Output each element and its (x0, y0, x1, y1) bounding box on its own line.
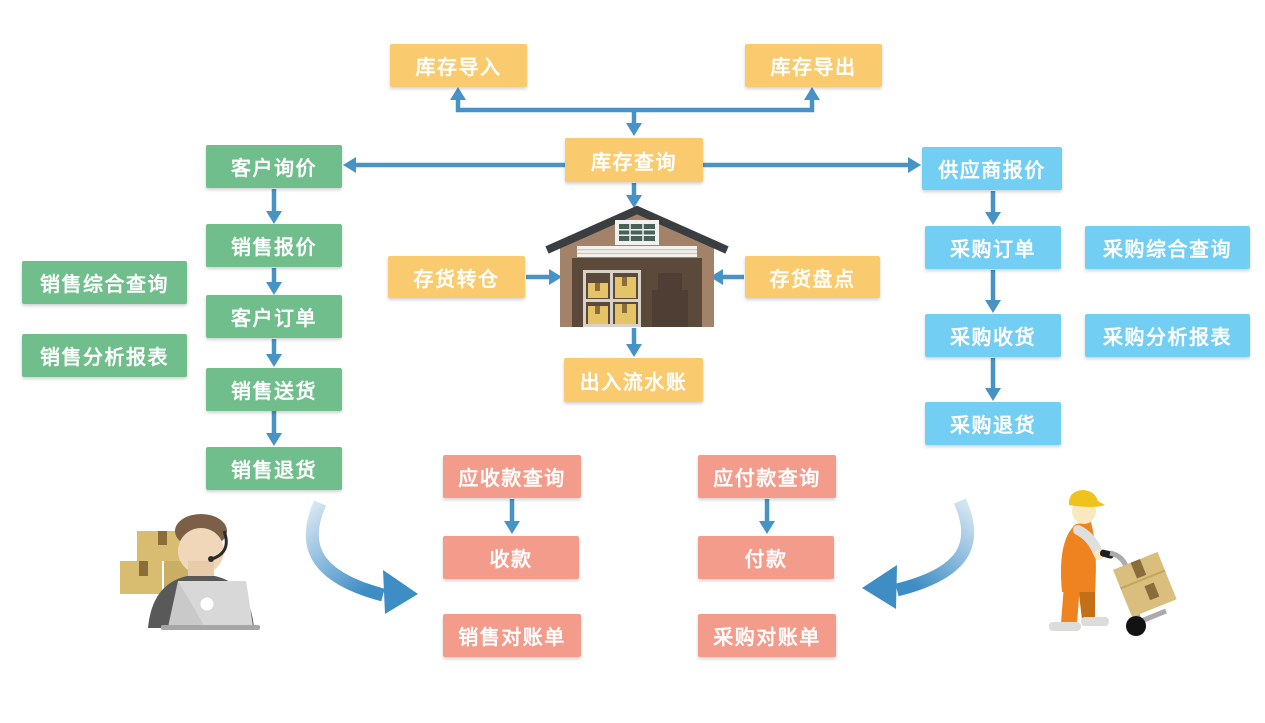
node-purchase-receive: 采购收货 (925, 314, 1061, 357)
node-customer-inquiry: 客户询价 (206, 145, 342, 188)
node-inout-ledger: 出入流水账 (564, 358, 703, 402)
node-purchase-analysis-report: 采购分析报表 (1085, 314, 1250, 357)
arrowhead-to-supplier-quote (908, 157, 921, 173)
node-purchase-return: 采购退货 (925, 402, 1061, 445)
arrowhead-to-purchase-return (985, 388, 1001, 401)
node-inventory-import: 库存导入 (390, 44, 527, 87)
node-sales-analysis-report: 销售分析报表 (22, 334, 187, 377)
node-sales-general-query: 销售综合查询 (22, 261, 187, 304)
node-stock-count: 存货盘点 (745, 256, 880, 298)
arrowhead-to-inout-ledger (626, 344, 642, 357)
arrowhead-to-purchase-receive (985, 300, 1001, 313)
arrowhead-to-sales-quote (266, 211, 282, 224)
arrowhead-to-sales-return (266, 433, 282, 446)
arrowhead-to-sales-delivery (266, 354, 282, 367)
arrowhead-to-receipt (504, 521, 520, 534)
node-payables-query: 应付款查询 (698, 455, 836, 498)
node-receivables-query: 应收款查询 (443, 455, 581, 498)
arrowhead-to-purchase-order (985, 212, 1001, 225)
sales-agent-icon (120, 514, 260, 630)
node-stock-transfer: 存货转仓 (388, 256, 525, 298)
node-sales-delivery: 销售送货 (206, 368, 342, 411)
node-customer-order: 客户订单 (206, 295, 342, 338)
node-sales-quote: 销售报价 (206, 224, 342, 267)
node-inventory-query: 库存查询 (565, 138, 703, 182)
arrowhead-to-customer-inquiry (343, 157, 356, 173)
arrowhead-count-to-warehouse (710, 269, 723, 285)
worker-cap (1068, 490, 1105, 507)
warehouse-icon (545, 205, 729, 327)
arrowhead-to-payment (759, 521, 775, 534)
node-purchase-order: 采购订单 (925, 226, 1061, 269)
curved-flow-arrow-right (862, 498, 975, 609)
warehouse-crates (652, 273, 688, 327)
warehouse-shelf (583, 270, 641, 327)
arrowhead-to-customer-order (266, 282, 282, 295)
hand-truck-icon (1099, 549, 1177, 636)
node-supplier-quote: 供应商报价 (922, 147, 1062, 190)
arrowhead-to-inventory-export (804, 87, 820, 100)
headset-icon (211, 530, 228, 561)
delivery-worker-icon (1049, 490, 1177, 636)
laptop-icon (161, 581, 260, 630)
node-purchase-general-query: 采购综合查询 (1085, 226, 1250, 269)
curved-flow-arrow-left (305, 500, 418, 614)
flow-arrows (266, 87, 1001, 534)
arrowhead-to-inventory-import (450, 87, 466, 100)
node-receipt: 收款 (443, 536, 579, 579)
node-payment: 付款 (698, 536, 834, 579)
node-sales-statement: 销售对账单 (443, 614, 581, 657)
node-sales-return: 销售退货 (206, 447, 342, 490)
arrowhead-transfer-to-warehouse (549, 269, 562, 285)
arrowhead-to-inventory-query (626, 123, 642, 136)
node-inventory-export: 库存导出 (745, 44, 882, 87)
arrowhead-to-warehouse (626, 195, 642, 208)
node-purchase-statement: 采购对账单 (698, 614, 836, 657)
